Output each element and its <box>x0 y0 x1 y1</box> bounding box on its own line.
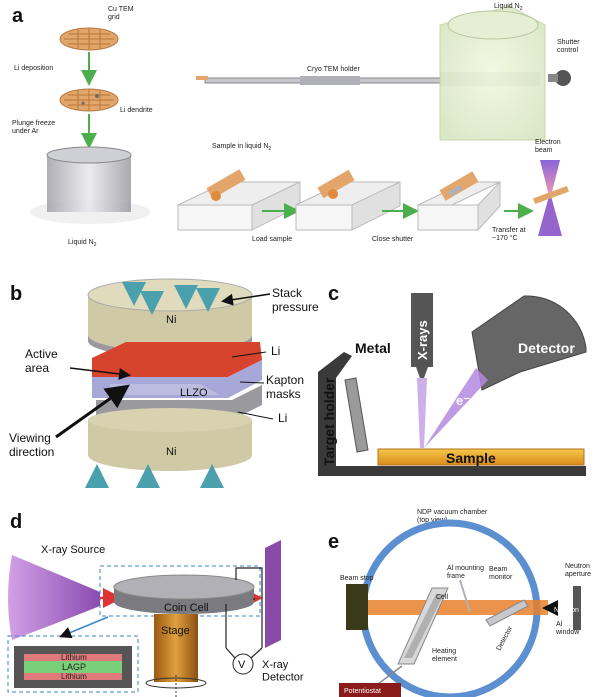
neutron-label: Neutron <box>554 607 579 614</box>
li-dendrite-label: Li dendrite <box>120 107 153 114</box>
transfer-label: Transfer at~170 °C <box>492 227 526 242</box>
ni-bottom-cylinder <box>88 408 252 471</box>
sample-box-2-icon <box>295 169 401 231</box>
panel-b: b Ni LLZO Ni St <box>9 278 319 488</box>
xray-source-cone <box>8 555 100 640</box>
stage-label: Stage <box>161 625 190 637</box>
circuit-wire <box>235 567 263 648</box>
potentiostat-label: Potentiostat <box>344 688 381 695</box>
stack-pressure-arrows <box>85 282 224 488</box>
voltmeter-icon <box>232 653 254 675</box>
target-holder-shape <box>318 352 586 476</box>
cell-label: Cell <box>436 594 449 601</box>
li-deposition-label: Li deposition <box>14 65 53 72</box>
xray-tube <box>411 293 433 367</box>
panel-b-label: b <box>10 283 22 305</box>
panel-c: c Target holder Metal Sample X-rays Dete… <box>318 283 587 476</box>
panel-d-label: d <box>10 511 22 533</box>
close-shutter-label: Close shutter <box>372 236 414 243</box>
li-bottom-label: Li <box>278 411 287 425</box>
detector-shape <box>471 295 587 391</box>
cu-grid-icon <box>59 27 119 51</box>
beam-stop-block <box>346 584 368 630</box>
detector-bar <box>485 599 529 627</box>
target-holder-label: Target holder <box>321 377 337 466</box>
kapton-mask-top <box>92 342 262 377</box>
liquid-n2-top-label: Liquid N2 <box>494 3 523 12</box>
metal-label: Metal <box>355 340 391 356</box>
li-top-label: Li <box>271 344 280 358</box>
lithium-bottom-label: Lithium <box>61 672 87 681</box>
beam-stop-label: Beam stop <box>340 575 374 582</box>
neutron-aperture-block <box>573 586 581 630</box>
xray-source-label: X-ray Source <box>41 544 105 556</box>
coin-cell-label: Coin Cell <box>164 602 209 614</box>
cryo-holder-icon <box>196 5 571 141</box>
al-mounting-frame <box>397 587 449 665</box>
panel-e: e NDP vacuum chamber(top view) Beam stop… <box>328 509 591 697</box>
ni-bottom-label: Ni <box>166 446 176 458</box>
electron-beam-icon <box>533 160 569 236</box>
load-sample-label: Load sample <box>252 236 292 243</box>
beam-monitor-rod <box>459 579 471 613</box>
cryo-holder-label: Cryo TEM holder <box>307 66 360 73</box>
voltmeter-label: V <box>238 659 246 671</box>
viewing-arrow <box>55 384 130 439</box>
panel-c-label: c <box>328 283 339 305</box>
lithium-top-label: Lithium <box>61 653 87 662</box>
panel-a-label: a <box>12 5 24 27</box>
chamber-title-label: NDP vacuum chamber(top view) <box>417 509 488 524</box>
inset-cell-layers <box>14 646 132 688</box>
sample-bar <box>377 448 585 466</box>
electron-beam-cone <box>424 368 488 448</box>
sample-in-n2-label: Sample in liquid N2 <box>212 143 271 152</box>
liquid-n2-bottom-label: Liquid N2 <box>68 239 97 248</box>
llzo-label: LLZO <box>180 387 208 399</box>
stage-column <box>154 614 198 682</box>
sample-box-1-icon <box>177 169 301 231</box>
coin-cell <box>113 574 255 614</box>
ni-top-label: Ni <box>166 314 176 326</box>
electron-label: e⁻ <box>456 393 470 408</box>
potentiostat-box <box>339 683 401 697</box>
xray-beam <box>417 378 427 448</box>
metal-plate <box>344 377 369 453</box>
panel-e-label: e <box>328 531 339 553</box>
li-dendrite-grid-icon <box>59 88 119 112</box>
detector-label: Detector <box>518 340 575 356</box>
lagp-label: LAGP <box>62 662 86 672</box>
sample-box-3-icon <box>417 171 501 232</box>
xrays-label: X-rays <box>415 320 430 360</box>
inset-box <box>7 635 139 693</box>
xray-detector-plate <box>265 540 281 648</box>
sample-label: Sample <box>446 450 496 466</box>
liquid-n2-cup-icon <box>30 146 150 224</box>
